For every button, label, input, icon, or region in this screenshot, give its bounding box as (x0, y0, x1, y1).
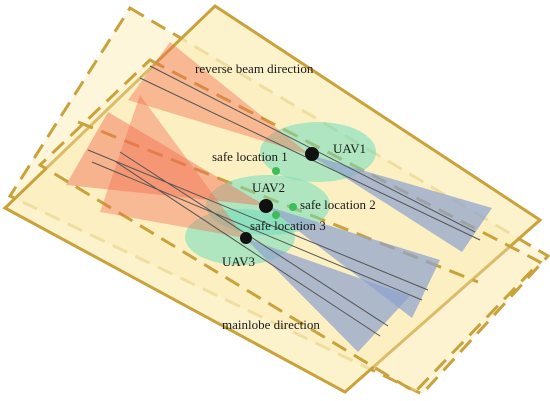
uav1-label: UAV1 (333, 141, 366, 156)
reverse-beam-uav2 (66, 112, 266, 206)
mainlobe-beam-uav1 (310, 155, 492, 252)
safe-location-2-label: safe location 2 (300, 197, 376, 212)
safe-location-3-point (272, 211, 280, 219)
reverse-beam-label: reverse beam direction (195, 61, 314, 76)
safe-location-1-point (272, 167, 280, 175)
uav1-marker (305, 147, 319, 161)
uav2-label: UAV2 (252, 180, 285, 195)
mainlobe-label: mainlobe direction (222, 317, 320, 332)
axis-line-uav2 (87, 149, 429, 291)
axis-line-uav2b (91, 161, 423, 301)
axis-line-uav3 (119, 151, 389, 327)
reverse-beam-uav1 (128, 42, 310, 155)
safe-location-2-point (289, 203, 297, 211)
safe-location-1-label: safe location 1 (212, 149, 288, 164)
mainlobe-beam-uav2 (266, 206, 440, 318)
uav2-marker (259, 199, 273, 213)
reverse-beam-uav3 (100, 95, 245, 238)
safe-location-3-label: safe location 3 (250, 218, 326, 233)
uav3-marker (240, 232, 252, 244)
axis-line-uav3b (115, 161, 381, 337)
mainlobe-beam-uav3 (245, 238, 410, 352)
uav3-label: UAV3 (222, 254, 255, 269)
